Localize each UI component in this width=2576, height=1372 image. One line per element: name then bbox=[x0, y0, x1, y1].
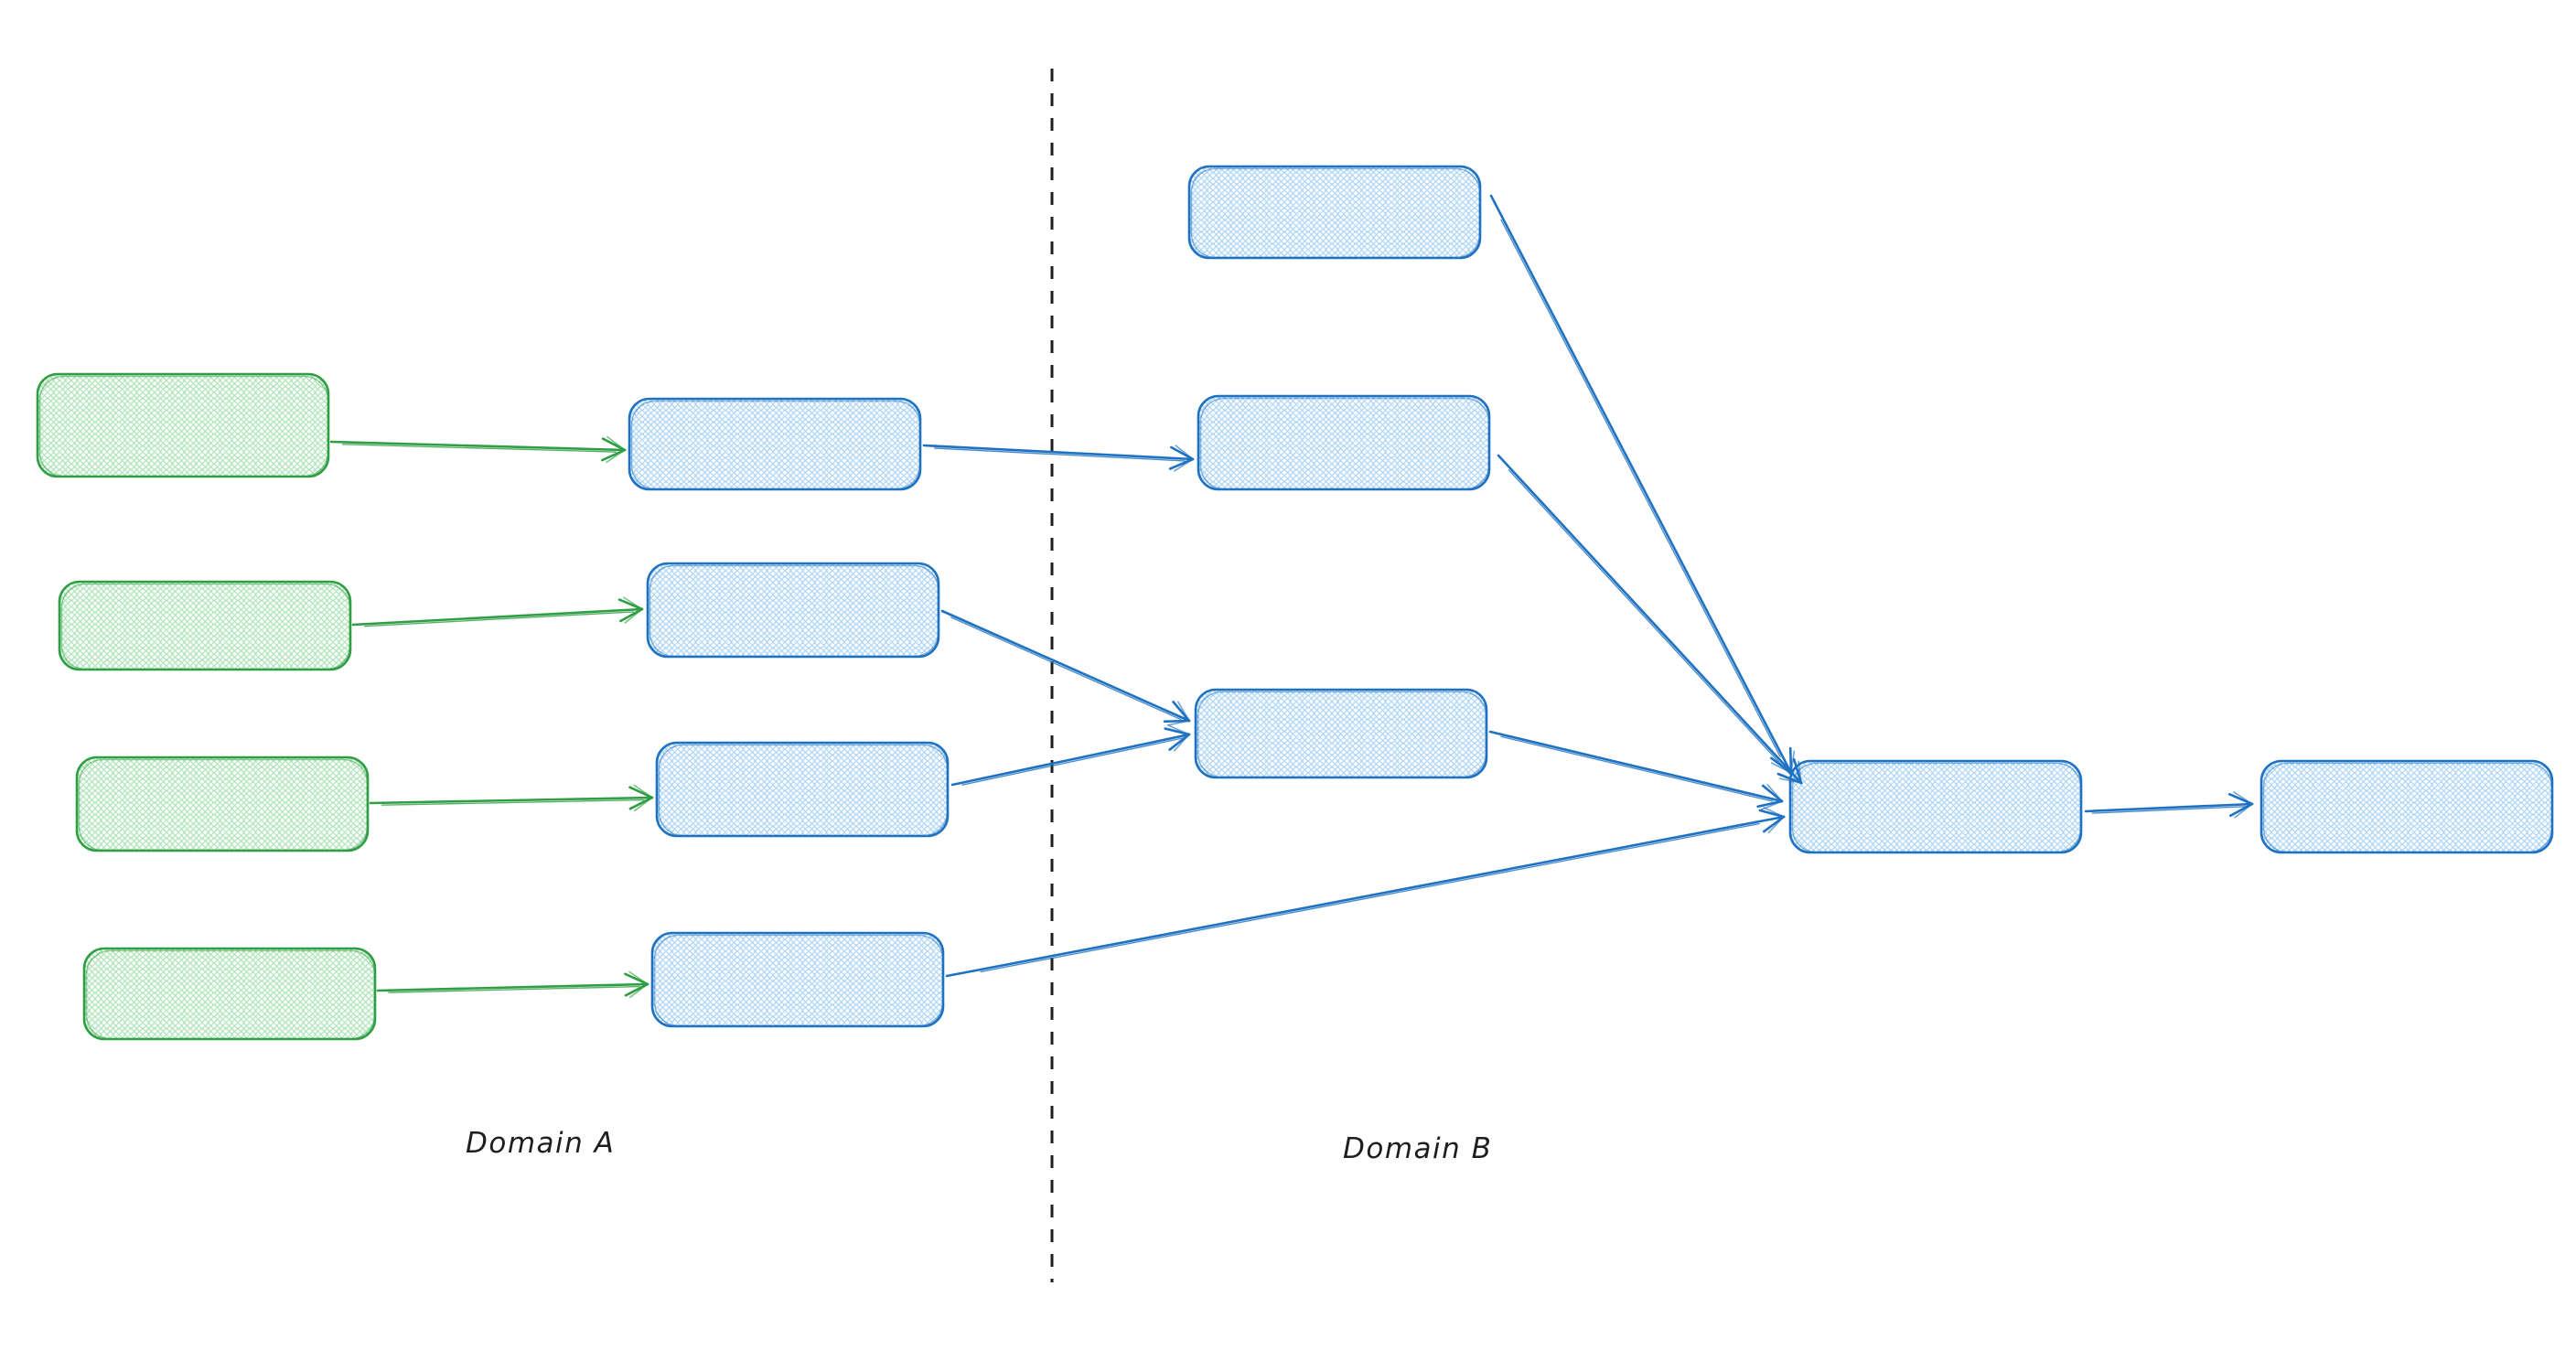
flow-node-domain-b-2[interactable] bbox=[1197, 394, 1491, 491]
arrow-source-1-to-domain-a-1[interactable] bbox=[329, 435, 627, 464]
arrow-domain-a-4-to-aggregator[interactable] bbox=[945, 807, 1786, 978]
arrow-domain-a-3-to-domain-b-3[interactable] bbox=[950, 724, 1191, 787]
flow-node-domain-a-4[interactable] bbox=[650, 931, 945, 1028]
arrow-domain-b-2-to-aggregator[interactable] bbox=[1497, 454, 1803, 785]
flow-node-domain-a-2[interactable] bbox=[646, 562, 940, 659]
flow-node-domain-a-1[interactable] bbox=[628, 397, 922, 491]
flow-node-source-4[interactable] bbox=[82, 947, 377, 1041]
flow-node-output[interactable] bbox=[2259, 759, 2554, 854]
flow-node-domain-b-1[interactable] bbox=[1187, 165, 1482, 260]
flow-node-aggregator[interactable] bbox=[1788, 759, 2083, 854]
flow-node-source-3[interactable] bbox=[75, 756, 370, 852]
arrow-source-2-to-domain-a-2[interactable] bbox=[351, 596, 644, 627]
flow-node-domain-a-3[interactable] bbox=[655, 741, 950, 838]
domain-a-label[interactable]: Domain A bbox=[466, 1127, 616, 1160]
flow-node-source-2[interactable] bbox=[58, 580, 352, 671]
arrow-domain-a-1-to-domain-b-2[interactable] bbox=[922, 444, 1195, 472]
flow-node-domain-b-3[interactable] bbox=[1194, 688, 1488, 779]
arrow-domain-a-2-to-domain-b-3[interactable] bbox=[940, 609, 1191, 726]
arrow-source-3-to-domain-a-3[interactable] bbox=[369, 784, 654, 812]
arrow-aggregator-to-output[interactable] bbox=[2084, 791, 2254, 819]
domain-b-label[interactable]: Domain B bbox=[1343, 1132, 1493, 1165]
arrow-domain-b-3-to-aggregator[interactable] bbox=[1488, 730, 1784, 810]
arrow-source-4-to-domain-a-4[interactable] bbox=[376, 970, 649, 999]
arrow-domain-b-1-to-aggregator[interactable] bbox=[1489, 194, 1796, 775]
flow-node-source-1[interactable] bbox=[36, 372, 330, 478]
